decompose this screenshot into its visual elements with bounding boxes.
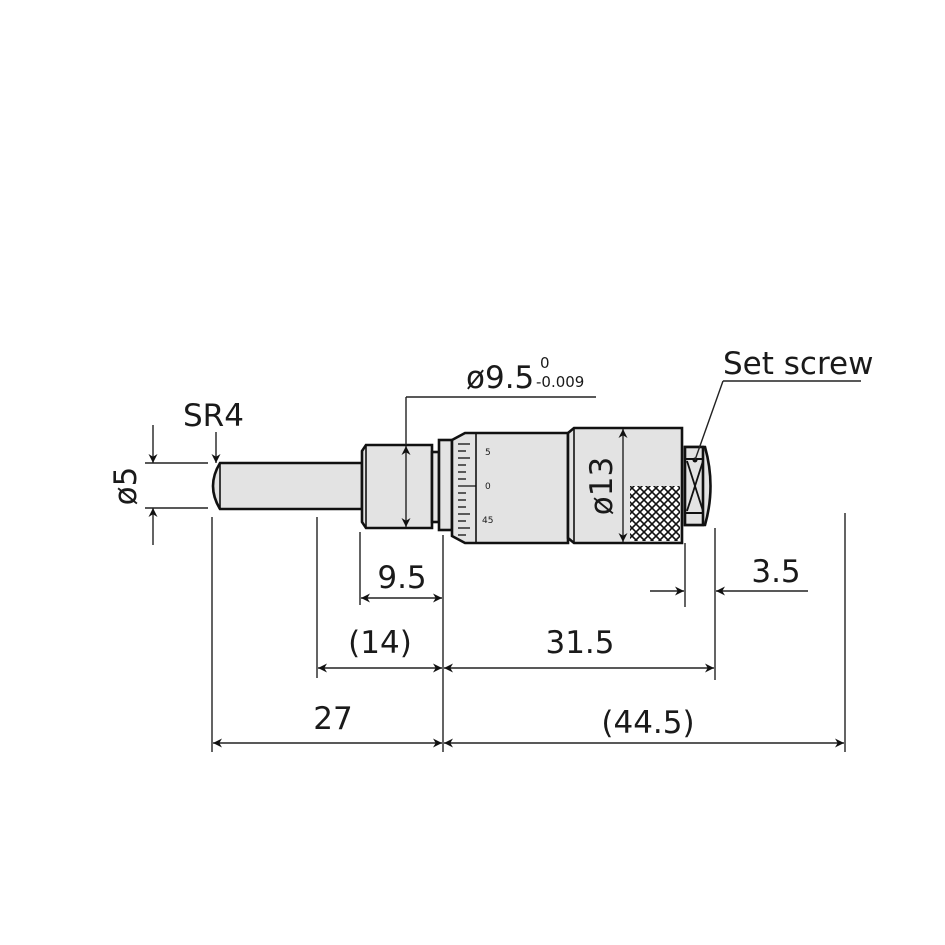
ratchet-knob	[566, 426, 684, 545]
svg-text:(44.5): (44.5)	[601, 705, 694, 741]
svg-text:9.5: 9.5	[377, 560, 426, 596]
thimble-graduations	[458, 443, 476, 536]
svg-text:Set screw: Set screw	[723, 346, 873, 382]
dimension-dia13: ø13	[584, 429, 628, 542]
knurled-grip	[630, 486, 680, 541]
svg-text:ø9.5: ø9.5	[466, 360, 534, 396]
scale-label-45: 45	[482, 516, 493, 526]
svg-text:ø5: ø5	[108, 467, 144, 506]
spindle	[211, 461, 364, 511]
extension-lines	[211, 513, 846, 752]
dimension-sr4: SR4	[183, 398, 244, 463]
dimension-3-5: 3.5	[650, 554, 808, 596]
dimension-dia9-5: ø9.5 0 -0.009	[401, 354, 596, 527]
scale-label-5: 5	[485, 448, 491, 458]
dimension-9-5: 9.5	[361, 560, 442, 603]
dimension-27: 27	[213, 701, 442, 748]
dimension-44-5: (44.5)	[444, 705, 844, 748]
thimble: 5 0 45	[450, 431, 570, 545]
svg-text:-0.009: -0.009	[536, 373, 584, 391]
svg-text:31.5: 31.5	[545, 625, 614, 661]
dimension-31-5: 31.5	[444, 625, 714, 673]
set-screw-callout: Set screw	[694, 346, 873, 461]
dimension-14: (14)	[318, 625, 442, 673]
svg-text:(14): (14)	[348, 625, 412, 661]
svg-text:3.5: 3.5	[751, 554, 800, 590]
svg-text:27: 27	[313, 701, 352, 737]
sleeve-stem	[360, 438, 454, 532]
svg-text:0: 0	[540, 354, 550, 372]
set-screw-cap	[683, 445, 712, 527]
scale-label-0: 0	[485, 482, 491, 492]
dimension-dia5: ø5	[108, 425, 208, 545]
svg-text:SR4: SR4	[183, 398, 244, 434]
svg-text:ø13: ø13	[584, 457, 620, 515]
